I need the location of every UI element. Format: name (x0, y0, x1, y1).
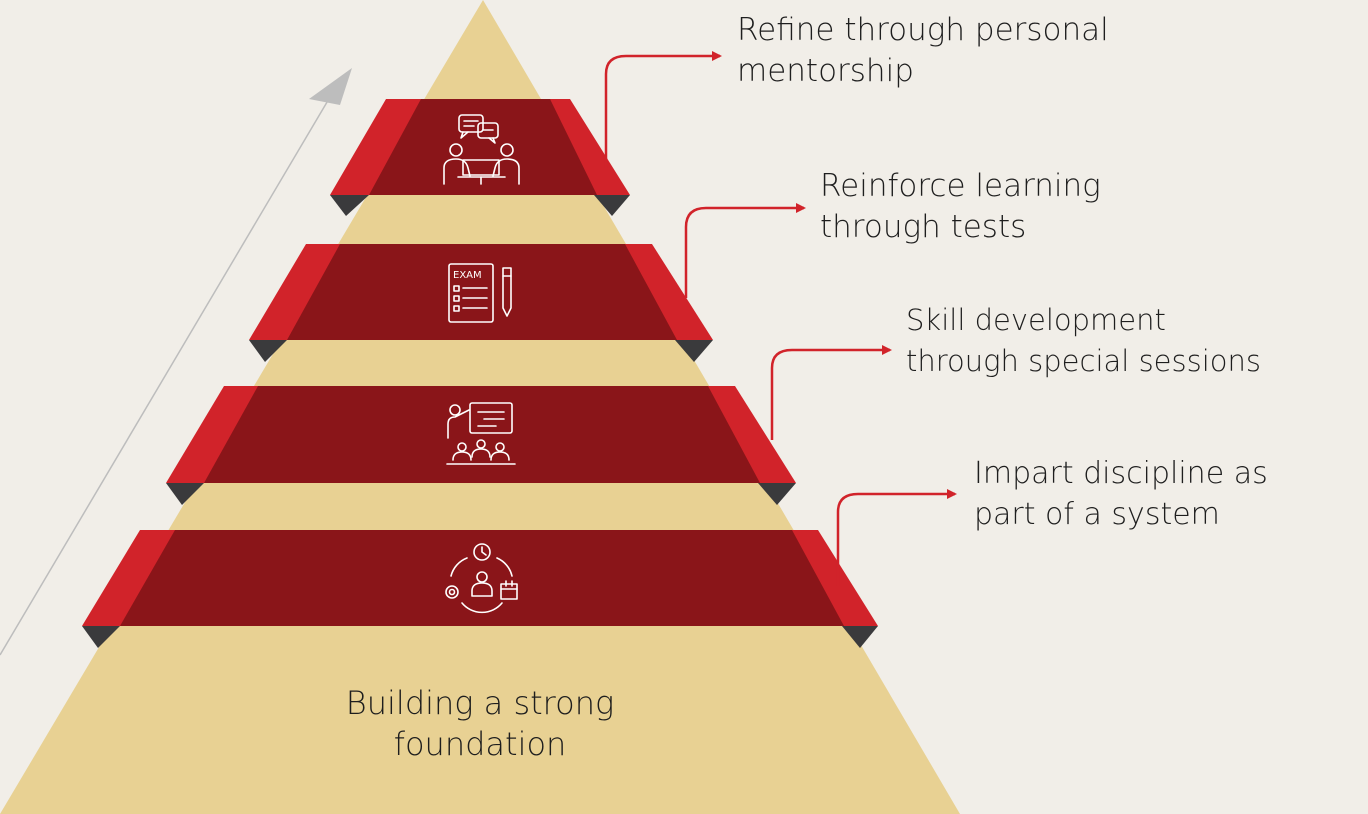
band-4-center (120, 530, 844, 626)
mentorship-meeting-icon (443, 114, 520, 185)
foundation-label: Building a strong foundation (240, 683, 720, 765)
connector-2 (684, 203, 806, 298)
band-3-center (204, 386, 760, 483)
pyramid-band-2 (249, 244, 713, 362)
band-2-center (287, 244, 677, 340)
level-2-line-2: through tests (820, 209, 1027, 245)
growth-arrow-line (0, 91, 334, 656)
band-2-fold-left (249, 340, 287, 362)
band-4-fold-right (842, 626, 878, 648)
connector-4 (836, 489, 957, 586)
band-3-fold-left (166, 483, 204, 505)
growth-arrowhead (309, 68, 352, 105)
level-4-line-2: part of a system (974, 497, 1220, 532)
discipline-system-icon (445, 543, 518, 614)
level-1-label: Refine through personal mentorship (737, 10, 1109, 92)
connector-1 (604, 51, 722, 168)
level-4-label: Impart discipline as part of a system (974, 453, 1268, 535)
level-1-line-2: mentorship (737, 53, 914, 89)
level-3-line-1: Skill development (906, 303, 1166, 337)
foundation-line-2: foundation (393, 725, 567, 763)
band-4-fold-left (82, 626, 120, 648)
pyramid-band-1 (330, 99, 630, 216)
band-1-center (369, 99, 597, 195)
connector-3 (770, 345, 892, 440)
pyramid-band-4 (82, 530, 878, 648)
level-2-line-1: Reinforce learning (820, 168, 1101, 204)
level-1-line-1: Refine through personal (737, 12, 1109, 48)
level-2-label: Reinforce learning through tests (820, 166, 1101, 248)
band-1-fold-right (594, 195, 630, 216)
exam-paper-label: EXAM (453, 270, 482, 281)
pyramid-band-3 (166, 386, 796, 505)
exam-paper-icon: EXAM (448, 263, 512, 323)
level-4-line-1: Impart discipline as (974, 456, 1268, 491)
band-1-fold-left (330, 195, 369, 216)
classroom-presentation-icon (446, 402, 516, 465)
band-2-fold-right (675, 340, 713, 362)
band-3-fold-right (758, 483, 796, 505)
level-3-line-2: through special sessions (906, 344, 1262, 378)
level-3-label: Skill development through special sessio… (906, 300, 1261, 382)
foundation-line-1: Building a strong (345, 684, 615, 722)
